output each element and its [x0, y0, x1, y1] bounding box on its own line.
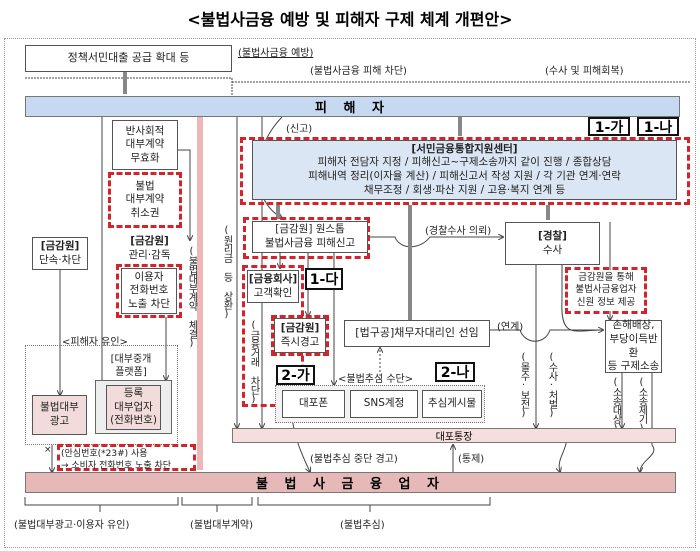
means-item: 대포폰	[282, 390, 345, 418]
center-title: [서민금융통합지원센터]	[411, 142, 518, 155]
suit-file-vertical-label: (소송제기)	[636, 377, 647, 433]
lure-label: <피해자 유인>	[62, 337, 128, 348]
bottom-label: (불법추심)	[340, 520, 385, 531]
victim-bar: 피 해 자	[25, 96, 680, 117]
text: 노출 차단	[128, 297, 170, 310]
tag-1c: 1-다	[305, 268, 343, 290]
text: 부당이득반환	[609, 332, 658, 359]
text: 단속·차단	[39, 253, 81, 266]
investigation-label: (수사 및 피해회복)	[545, 66, 624, 77]
text: [금감원]	[40, 239, 80, 252]
text: 신원 정보 제공	[576, 296, 636, 308]
text: 대부계약	[125, 138, 165, 151]
text: 이용자	[134, 270, 164, 283]
fin-company-box: [금융회사]고객확인	[247, 270, 299, 303]
police-box: [경찰]수사	[505, 222, 600, 265]
text: 고객확인	[253, 286, 293, 299]
text: 수사	[542, 243, 563, 256]
text: [경찰]	[538, 229, 567, 242]
text: 취소권	[130, 206, 160, 219]
phone-block-highlight	[116, 264, 182, 318]
tag-1a: 1-가	[588, 117, 630, 136]
confiscate-vertical-label: (몰수·보전)	[518, 352, 529, 418]
text: 금감원을 통해	[578, 271, 634, 283]
tag-2a: 2-가	[276, 365, 315, 385]
repay-vertical-label: (원리금 등 상환)	[221, 225, 232, 319]
text: (전화번호)	[110, 414, 157, 427]
title: <불법사금융 예방 및 피해자 구제 체계 개편안>	[187, 10, 513, 29]
bottom-label: (불법대부계약)	[190, 520, 254, 531]
punish-vertical-label: (수사·처벌)	[546, 352, 557, 418]
police-request-label: (경찰수사 의뢰)	[425, 226, 492, 237]
safe-number-line: → 소비자 전화번호 노출 차단	[61, 461, 172, 471]
center-highlight	[240, 137, 690, 205]
contract-vertical-label: (불법대부계약 체결)	[186, 246, 197, 348]
support-center-box: [서민금융통합지원센터] 피해자 전담자 지정 / 피해신고~구제소송까지 같이…	[252, 140, 677, 200]
text: 관리·감독	[128, 249, 171, 261]
text: 전화번호	[129, 284, 169, 297]
policy-loan-box: 정책서민대출 공급 확대 등	[25, 45, 232, 72]
legal-aid-box: [법구공]채무자대리인 선임	[344, 320, 490, 347]
bank-account-bar: 대포통장	[232, 428, 676, 443]
text: 불법대부	[40, 401, 79, 414]
link-label: (연계)	[497, 322, 524, 333]
fss-crackdown-box: [금감원]단속·차단	[32, 237, 88, 270]
text: 등록	[123, 387, 144, 400]
text: [금감원]	[280, 321, 320, 334]
outer-frame	[4, 38, 696, 548]
text: [금감원] 원스톱	[275, 223, 345, 236]
x-mark: ×	[44, 445, 52, 455]
stop-warning-label: (불법추심 중단 경고)	[310, 454, 398, 465]
fss-supervision-box: [금감원]관리·감독	[122, 234, 177, 264]
means-item: 추심게시물	[422, 390, 482, 418]
warning-highlight	[271, 315, 329, 356]
tag-2b: 2-나	[435, 362, 475, 382]
text: [금감원]	[130, 235, 169, 248]
text: 반사회적	[125, 124, 165, 137]
cancel-highlight	[108, 172, 182, 228]
onestop-highlight	[243, 217, 370, 259]
text: 등 구제소송	[607, 360, 660, 373]
control-label: (통제)	[458, 454, 485, 465]
text: 광고	[49, 415, 70, 427]
text: [대부중개	[110, 354, 152, 365]
tag-1b: 1-나	[637, 117, 679, 136]
collection-means-label: <불법추심 수단>	[338, 374, 414, 385]
report-label: (신고)	[286, 124, 313, 135]
center-line: 채무조정 / 회생·파산 지원 / 고용·복지 연계 등	[363, 183, 566, 196]
damage-block-label: (불법사금융 피해 차단)	[310, 66, 407, 77]
bottom-label: (불법대부광고·이용자 유인)	[14, 520, 130, 531]
text: [금융회사]	[248, 272, 298, 285]
text: 즉시경고	[280, 335, 320, 348]
center-line: 피해내역 정리(이자율 계산) / 피해신고서 작성 지원 / 각 기관 연계·…	[308, 170, 621, 182]
block-fin-vertical-label: (금융거래 차단)	[248, 320, 259, 404]
text: 대부업자	[114, 400, 153, 413]
safe-number-line: (안심번호(*23#) 사용	[61, 449, 148, 459]
text: 대부계약	[125, 193, 165, 206]
text: 불법사금융업자	[575, 284, 637, 296]
text: 불법	[135, 179, 155, 192]
text: 플랫폼]	[115, 367, 147, 378]
fss-warning-box: [금감원]즉시경고	[274, 318, 326, 353]
illegal-lender-bar: 불 법 사 금 융 업 자	[25, 472, 676, 493]
info-provide-highlight	[565, 267, 647, 314]
text: 무효화	[130, 151, 160, 164]
safe-number-highlight	[57, 444, 196, 471]
prevention-label: (불법사금융 예방)	[238, 48, 314, 59]
means-item: SNS계정	[350, 390, 418, 418]
text: 불법사금융 피해신고	[264, 237, 356, 249]
center-line: 피해자 전담자 지정 / 피해신고~구제소송까지 같이 진행 / 종합상담	[317, 156, 612, 169]
text: 손해배상,	[612, 319, 655, 332]
suit-target-vertical-label: (소송대상)	[610, 377, 621, 433]
